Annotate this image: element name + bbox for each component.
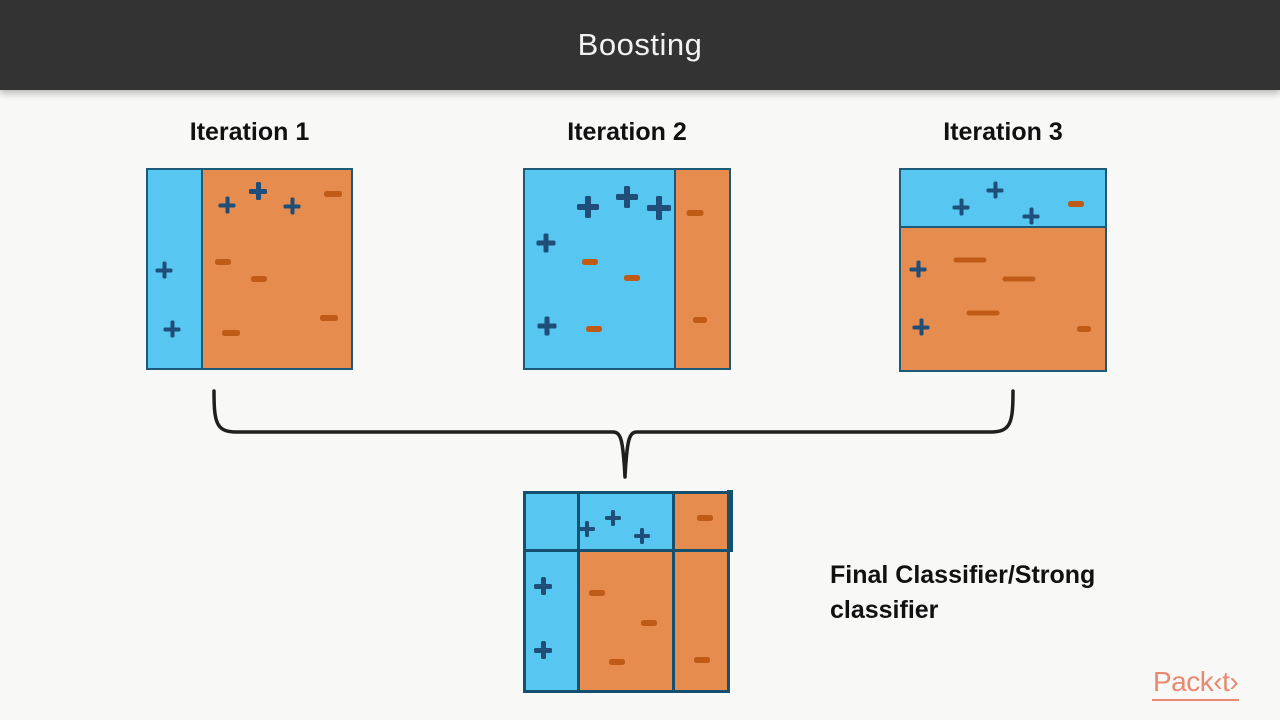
slide-title: Boosting — [577, 27, 703, 62]
blue-region — [523, 550, 578, 693]
orange-region — [578, 550, 673, 693]
blue-region — [899, 168, 1107, 227]
minus-mark — [697, 515, 713, 521]
plus-mark — [163, 320, 181, 338]
minus-mark — [694, 657, 710, 663]
minus-mark — [641, 620, 657, 626]
final-classifier-label-line1: Final Classifier/Strong — [830, 561, 1096, 589]
plus-mark — [616, 186, 638, 208]
minus-mark — [609, 659, 625, 665]
minus-mark — [966, 310, 1000, 316]
blue-region — [578, 491, 673, 550]
final-classifier-label: Final Classifier/Strong classifier — [830, 558, 1095, 628]
orange-region — [675, 168, 731, 370]
minus-mark — [222, 330, 240, 336]
minus-mark — [1077, 326, 1091, 332]
region-divider — [899, 226, 1107, 228]
region-divider — [674, 168, 676, 370]
plus-mark — [249, 182, 267, 200]
plus-mark — [909, 260, 927, 278]
orange-region — [899, 227, 1107, 372]
minus-mark — [953, 257, 987, 263]
region-divider — [576, 491, 580, 693]
plus-mark — [912, 318, 930, 336]
minus-mark — [215, 259, 231, 265]
plus-mark — [579, 521, 595, 537]
minus-mark — [251, 276, 267, 282]
title-bar: Boosting — [0, 0, 1280, 90]
plus-mark — [537, 316, 557, 336]
iteration-2-label: Iteration 2 — [567, 118, 687, 146]
minus-mark — [320, 315, 338, 321]
iteration-3-panel — [899, 168, 1107, 372]
region-divider — [523, 548, 730, 552]
plus-mark — [218, 196, 236, 214]
minus-mark — [1068, 201, 1084, 207]
iteration-1-panel — [146, 168, 353, 370]
final-classifier-label-line2: classifier — [830, 596, 939, 624]
plus-mark — [534, 577, 552, 595]
final-classifier-panel — [523, 490, 733, 693]
blue-region — [146, 168, 202, 370]
blue-region — [523, 168, 675, 370]
panel-edge — [727, 490, 733, 552]
iteration-3-label: Iteration 3 — [943, 118, 1063, 146]
minus-mark — [1002, 276, 1036, 282]
plus-mark — [577, 196, 599, 218]
region-divider — [201, 168, 203, 370]
plus-mark — [986, 181, 1004, 199]
packt-logo: Pack‹t› — [1152, 666, 1240, 701]
iteration-2-panel — [523, 168, 731, 370]
minus-mark — [686, 210, 704, 216]
minus-mark — [624, 275, 640, 281]
minus-mark — [324, 191, 342, 197]
plus-mark — [647, 196, 671, 220]
plus-mark — [536, 233, 556, 253]
minus-mark — [589, 590, 605, 596]
plus-mark — [534, 641, 552, 659]
blue-region — [523, 491, 578, 550]
region-divider — [671, 491, 675, 693]
plus-mark — [1022, 207, 1040, 225]
minus-mark — [586, 326, 602, 332]
minus-mark — [582, 259, 598, 265]
iteration-1-label: Iteration 1 — [189, 118, 310, 146]
orange-region — [673, 550, 730, 693]
plus-mark — [952, 198, 970, 216]
plus-mark — [283, 197, 301, 215]
plus-mark — [634, 528, 650, 544]
plus-mark — [605, 510, 621, 526]
plus-mark — [155, 261, 173, 279]
minus-mark — [693, 317, 707, 323]
